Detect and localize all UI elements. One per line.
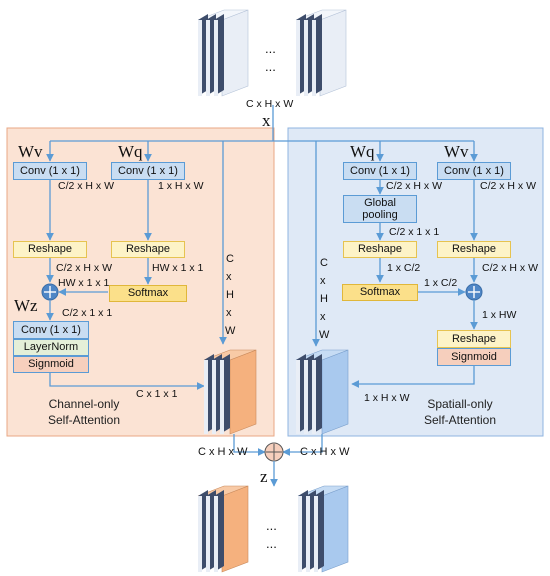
spatial-softmax-shape: 1 x C/2 — [424, 277, 458, 289]
channel-vshape-x2: x — [226, 307, 232, 319]
spatial-sigmoid: Signmoid — [437, 348, 511, 366]
channel-vshape-w: W — [225, 325, 236, 337]
channel-softmax: Softmax — [109, 285, 187, 302]
spatial-mul-shape: 1 x HW — [482, 309, 517, 321]
spatial-conv-v: Conv (1 x 1) — [437, 162, 511, 180]
channel-pre-conv-shape: C/2 x 1 x 1 — [62, 307, 113, 319]
channel-wv-label: Wv — [18, 142, 43, 161]
output-stack-left — [197, 485, 249, 573]
spatial-reshape-q-shape: 1 x C/2 — [387, 262, 421, 274]
channel-reshape-v: Reshape — [13, 241, 87, 258]
channel-conv-v-shape: C/2 x H x W — [58, 180, 115, 192]
channel-vshape-h: H — [226, 289, 234, 301]
spatial-wv-label: Wv — [444, 142, 469, 161]
spatial-vshape-x2: x — [320, 311, 326, 323]
spatial-reshape-v-shape: C/2 x H x W — [482, 262, 539, 274]
dots-top-2: ... — [265, 59, 276, 74]
spatial-conv-q-shape: C/2 x H x W — [386, 180, 443, 192]
channel-reshape-q-shape: HW x 1 x 1 — [152, 262, 204, 274]
spatial-conv-q: Conv (1 x 1) — [343, 162, 417, 180]
spatial-reshape-v: Reshape — [437, 241, 511, 258]
merge-right-shape: C x H x W — [300, 446, 350, 458]
spatial-softmax: Softmax — [342, 284, 418, 301]
input-shape-label: C x H x W — [246, 98, 294, 110]
spatial-vshape-w: W — [319, 329, 330, 341]
channel-output-cube — [203, 349, 257, 435]
spatial-vshape-h: H — [320, 293, 328, 305]
dots-top-1: ... — [265, 41, 276, 56]
output-stack-right — [297, 485, 349, 573]
spatial-output-cube — [295, 349, 349, 435]
channel-wz-label: Wz — [14, 296, 38, 315]
channel-conv-q-shape: 1 x H x W — [158, 180, 204, 192]
output-variable: z — [260, 467, 268, 486]
spatial-title: Spatiall-only Self-Attention — [400, 397, 520, 428]
merge-left-shape: C x H x W — [198, 446, 248, 458]
channel-conv-v: Conv (1 x 1) — [13, 162, 87, 180]
spatial-title-line2: Self-Attention — [423, 412, 497, 427]
channel-wq-label: Wq — [118, 142, 143, 161]
spatial-wq-label: Wq — [350, 142, 375, 161]
input-stack-left — [197, 9, 249, 97]
channel-title-line2: Self-Attention — [47, 412, 121, 427]
spatial-out-shape: 1 x H x W — [364, 392, 410, 404]
dots-bottom-1: ... — [266, 518, 277, 533]
channel-title-line1: Channel-only — [48, 397, 120, 411]
spatial-conv-v-shape: C/2 x H x W — [480, 180, 537, 192]
channel-layernorm: LayerNorm — [13, 339, 89, 356]
spatial-reshape-out: Reshape — [437, 330, 511, 348]
input-stack-right — [295, 9, 347, 97]
channel-out-shape: C x 1 x 1 — [136, 388, 178, 400]
channel-sigmoid: Signmoid — [13, 356, 89, 373]
spatial-vshape-x1: x — [320, 275, 326, 287]
channel-vshape-c: C — [226, 253, 234, 265]
input-variable: x — [262, 111, 271, 130]
spatial-global-pooling: Global pooling — [343, 195, 417, 223]
channel-vshape-x1: x — [226, 271, 232, 283]
channel-title: Channel-only Self-Attention — [24, 397, 144, 428]
spatial-pool-shape: C/2 x 1 x 1 — [389, 226, 440, 238]
spatial-vshape-c: C — [320, 257, 328, 269]
spatial-reshape-q: Reshape — [343, 241, 417, 258]
channel-reshape-q: Reshape — [111, 241, 185, 258]
channel-mul-shape: HW x 1 x 1 — [58, 277, 110, 289]
channel-conv-q: Conv (1 x 1) — [111, 162, 185, 180]
channel-conv-z: Conv (1 x 1) — [13, 321, 89, 339]
channel-reshape-v-shape: C/2 x H x W — [56, 262, 113, 274]
spatial-title-line1: Spatiall-only — [427, 397, 493, 411]
dots-bottom-2: ... — [266, 536, 277, 551]
